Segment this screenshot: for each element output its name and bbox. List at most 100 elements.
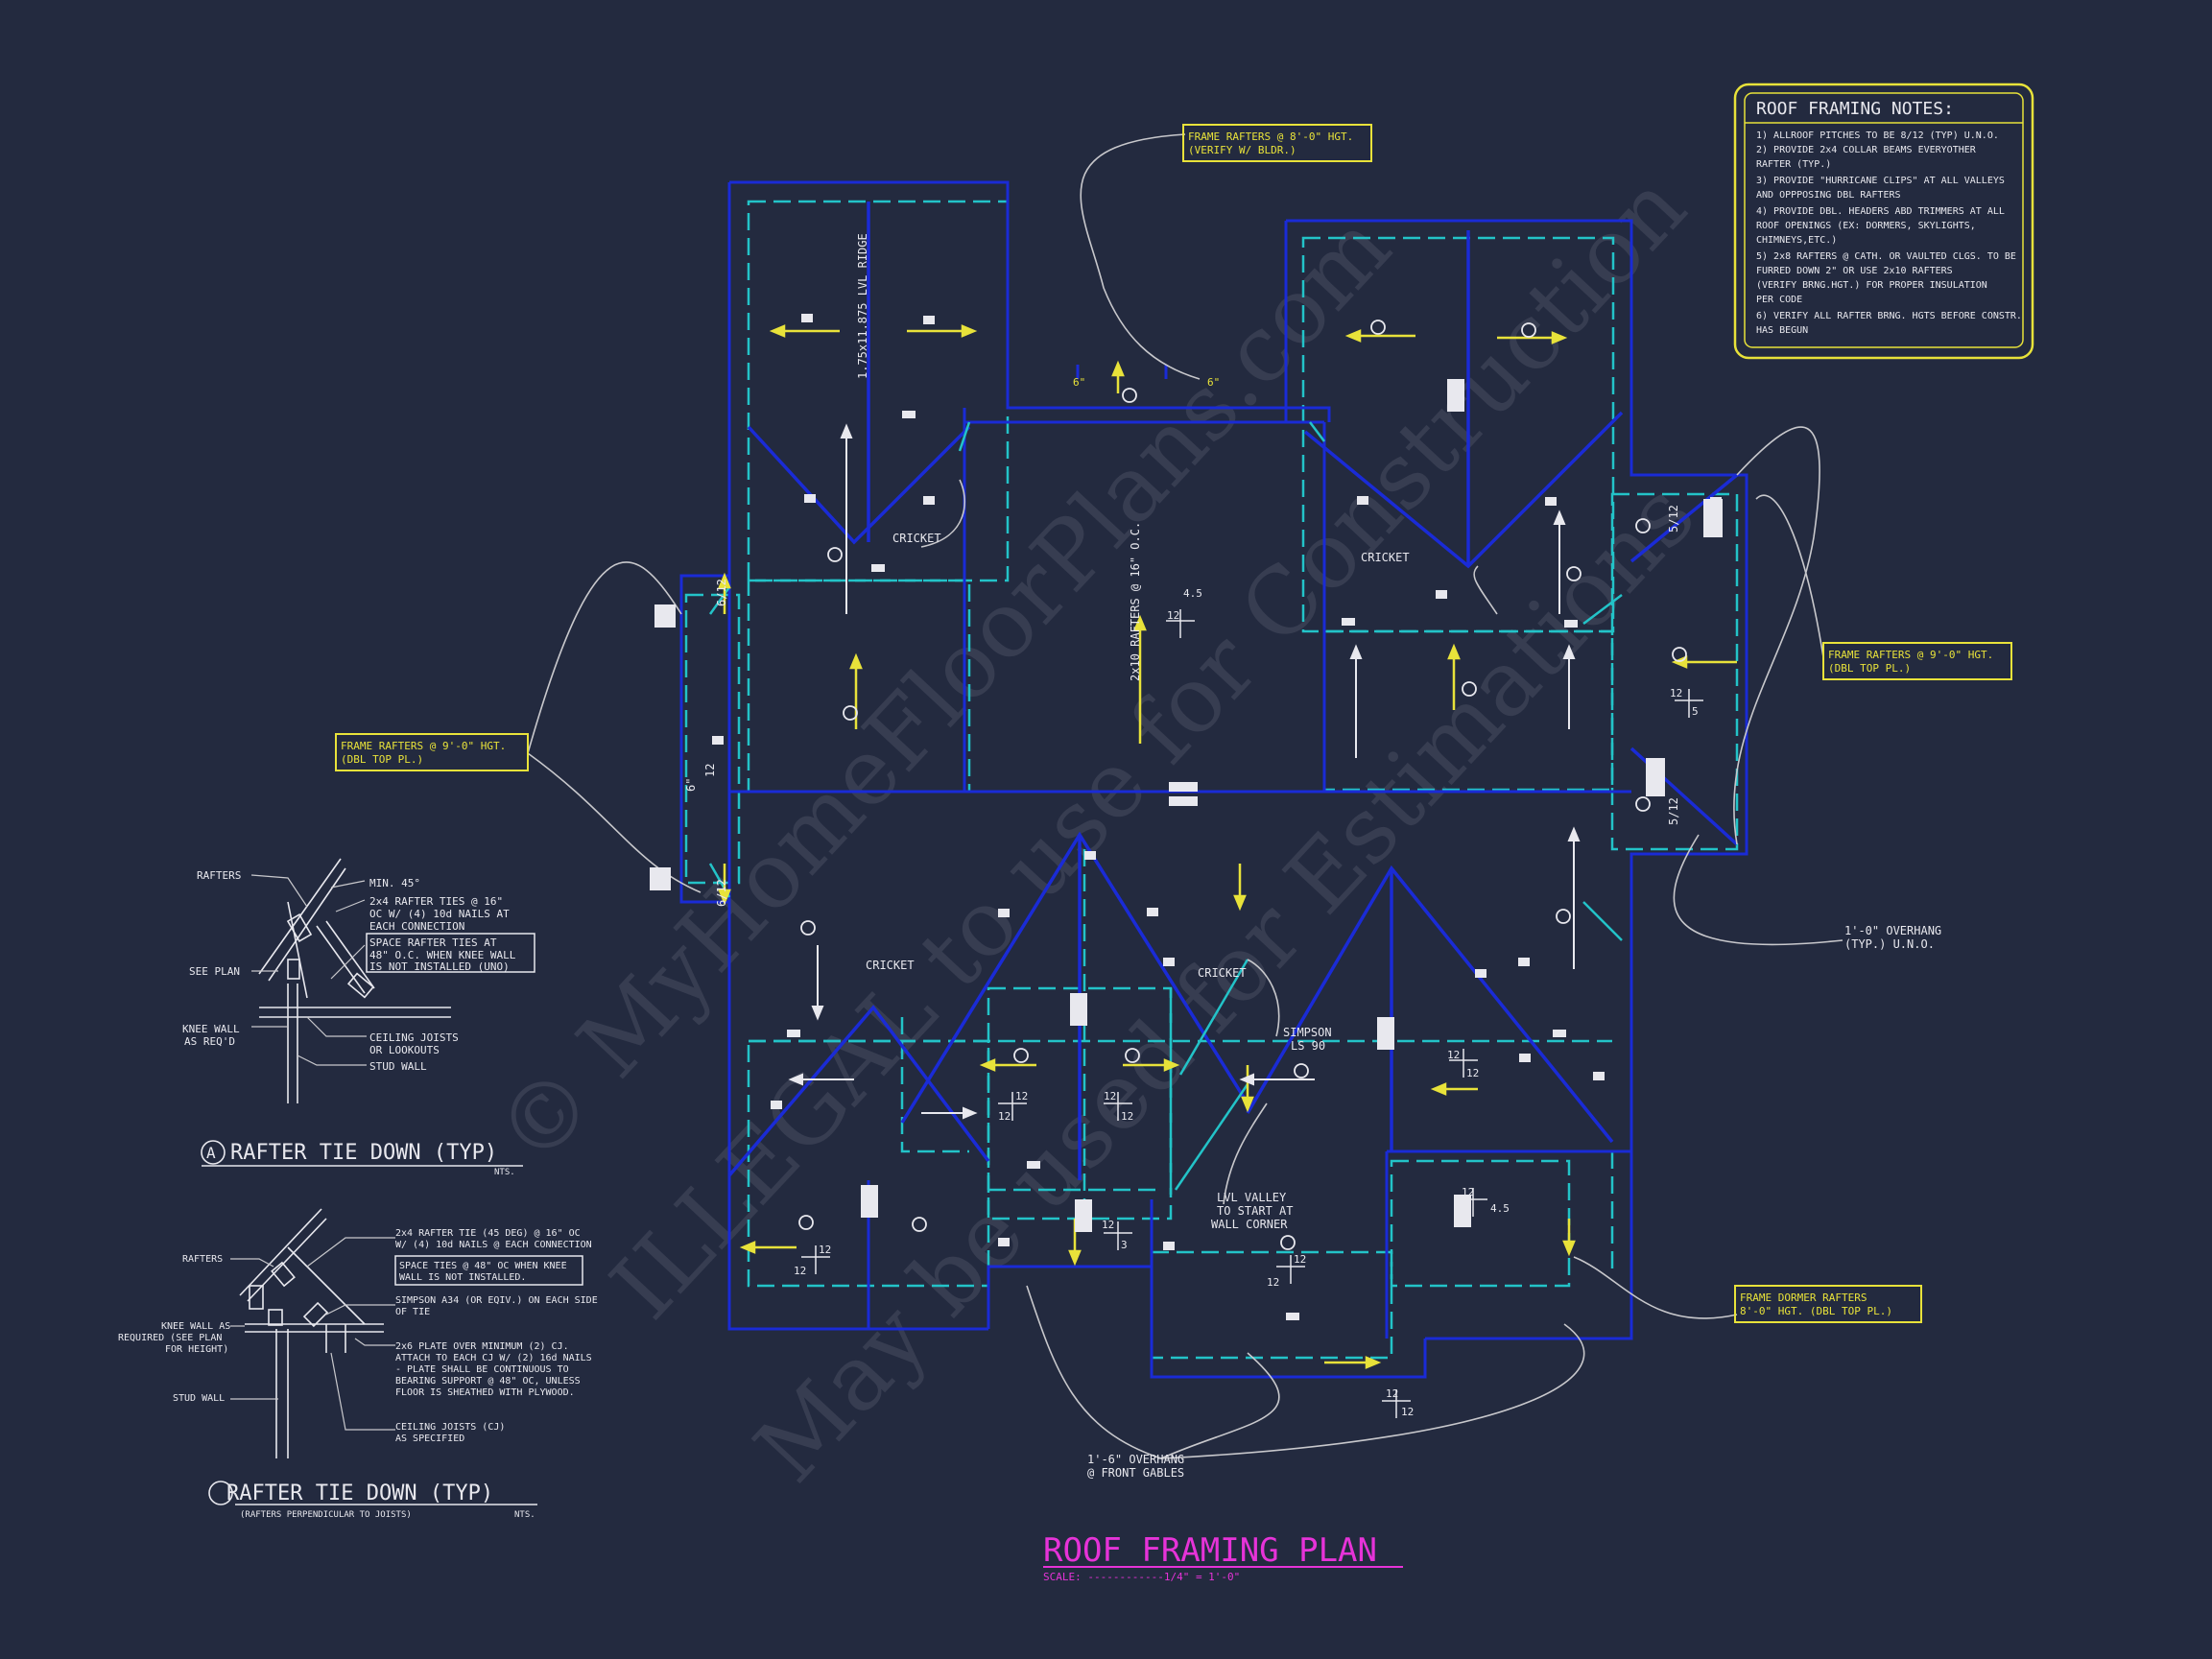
pitch-12-left: 12 xyxy=(703,764,717,777)
notes-line-3: RAFTER (TYP.) xyxy=(1756,159,1831,170)
detail-b-stud: STUD WALL xyxy=(173,1393,225,1404)
detail-b-plate-3: - PLATE SHALL BE CONTINUOUS TO xyxy=(395,1364,569,1375)
detail-b-ceiling-1: CEILING JOISTS (CJ) xyxy=(395,1422,505,1433)
plan-labels: 1.75x11.875 LVL RIDGE 2x10 RAFTERS @ 16"… xyxy=(856,233,1941,1480)
callout-dormer-line-1: FRAME DORMER RAFTERS xyxy=(1740,1292,1867,1304)
callout-top-line-1: FRAME RAFTERS @ 8'-0" HGT. xyxy=(1188,130,1353,143)
detail-b-ties-2: W/ (4) 10d NAILS @ EACH CONNECTION xyxy=(395,1240,592,1250)
pitch-dormer: 12 3 xyxy=(1102,1219,1132,1251)
pitch-mid-right-b: 12 xyxy=(1466,1067,1479,1079)
dim-6-top-right: 6" xyxy=(1207,376,1220,389)
detail-a-ties-2: OC W/ (4) 10d NAILS AT xyxy=(369,908,510,920)
detail-a-title: RAFTER TIE DOWN (TYP) xyxy=(230,1141,497,1165)
simpson-label-1: SIMPSON xyxy=(1283,1026,1332,1039)
pitch-lc-b: 12 xyxy=(1121,1110,1133,1123)
pitch-bottom: 12 12 xyxy=(1382,1387,1414,1418)
callout-right: FRAME RAFTERS @ 9'-0" HGT. (DBL TOP PL.) xyxy=(1822,642,2012,680)
cricket-label-1: CRICKET xyxy=(892,532,941,545)
detail-b-plate-5: FLOOR IS SHEATHED WITH PLYWOOD. xyxy=(395,1387,575,1398)
pitch-symbols: 12 4.5 12 5 12 3 12 12 12 12 xyxy=(684,376,1703,1418)
overhang-side-label-2: (TYP.) U.N.O. xyxy=(1844,937,1935,951)
plan-title: ROOF FRAMING PLAN SCALE: ------------1/4… xyxy=(1043,1531,1403,1583)
detail-b-ceiling-2: AS SPECIFIED xyxy=(395,1434,464,1444)
pitch-612-lower: 6/12 xyxy=(715,879,728,907)
pitch-center: 12 4.5 xyxy=(1166,587,1202,638)
notes-line-7: ROOF OPENINGS (EX: DORMERS, SKYLIGHTS, xyxy=(1756,221,1976,231)
pitch-right-lower-run: 12 xyxy=(1462,1186,1474,1198)
detail-b-simpson-2: OF TIE xyxy=(395,1307,430,1317)
detail-b-space-2: WALL IS NOT INSTALLED. xyxy=(399,1272,526,1283)
detail-a-min: MIN. 45° xyxy=(369,877,420,889)
dim-6-top-left: 6" xyxy=(1073,376,1085,389)
pitch-lcl-a: 12 xyxy=(1015,1090,1028,1102)
pitch-lower-left-b: 12 xyxy=(794,1265,806,1277)
callout-left-line-1: FRAME RAFTERS @ 9'-0" HGT. xyxy=(341,740,506,752)
cricket-label-2: CRICKET xyxy=(1361,551,1410,564)
detail-b: 2x4 RAFTER TIE (45 DEG) @ 16" OC W/ (4) … xyxy=(118,1208,598,1520)
simpson-label-2: LS 90 xyxy=(1291,1039,1325,1053)
pitch-612-upper: 6/12 xyxy=(715,579,728,606)
leader-lines xyxy=(527,133,1843,1459)
pitch-right: 12 5 xyxy=(1670,687,1703,718)
pitch-bottom-b: 12 xyxy=(1401,1406,1414,1418)
notes-line-2: 2) PROVIDE 2x4 COLLAR BEAMS EVERYOTHER xyxy=(1756,145,1977,155)
pitch-lower-left-a: 12 xyxy=(819,1244,831,1256)
detail-b-knee-1: KNEE WALL AS xyxy=(161,1321,230,1332)
pitch-lc-a: 12 xyxy=(1104,1090,1116,1102)
overhang-front-label-1: 1'-6" OVERHANG xyxy=(1087,1453,1184,1466)
callout-top: FRAME RAFTERS @ 8'-0" HGT. (VERIFY W/ BL… xyxy=(1182,124,1372,162)
circle-markers xyxy=(798,320,1687,1250)
pitch-bottom-a: 12 xyxy=(1386,1387,1398,1400)
notes-line-9: 5) 2x8 RAFTERS @ CATH. OR VAULTED CLGS. … xyxy=(1756,251,2016,262)
detail-b-simpson-1: SIMPSON A34 (OR EQIV.) ON EACH SIDE xyxy=(395,1295,598,1306)
detail-a-ceiling-2: OR LOOKOUTS xyxy=(369,1044,440,1056)
notes-line-11: (VERIFY BRNG.HGT.) FOR PROPER INSULATION xyxy=(1756,280,1987,291)
pitch-mid-right-a: 12 xyxy=(1447,1049,1460,1061)
notes-line-1: 1) ALLROOF PITCHES TO BE 8/12 (TYP) U.N.… xyxy=(1756,130,1999,141)
detail-a-space-3: IS NOT INSTALLED (UNO) xyxy=(369,960,510,973)
pitch-mid-right: 12 12 xyxy=(1447,1049,1479,1079)
white-arrows xyxy=(788,423,1581,1120)
roof-framing-notes: ROOF FRAMING NOTES: 1) ALLROOF PITCHES T… xyxy=(1733,83,2034,360)
pitch-lower-center: 12 12 xyxy=(1104,1090,1133,1123)
pitch-lcl-b: 12 xyxy=(998,1110,1011,1123)
notes-line-14: HAS BEGUN xyxy=(1756,325,1808,336)
overhang-side-label-1: 1'-0" OVERHANG xyxy=(1844,924,1941,937)
pitch-center-run: 4.5 xyxy=(1183,587,1202,600)
callout-dormer-line-2: 8'-0" HGT. (DBL TOP PL.) xyxy=(1740,1305,1892,1317)
detail-a-stud: STUD WALL xyxy=(369,1060,427,1073)
detail-a-nts: NTS. xyxy=(494,1168,515,1177)
pitch-dormer-rise: 3 xyxy=(1121,1239,1128,1251)
pitch-right-run: 12 xyxy=(1670,687,1682,699)
pitch-right-rise: 5 xyxy=(1692,705,1699,718)
ridge-label: 1.75x11.875 LVL RIDGE xyxy=(856,233,869,379)
cricket-label-3: CRICKET xyxy=(866,959,915,972)
notes-line-12: PER CODE xyxy=(1756,295,1802,305)
lvl-valley-label-2: TO START AT xyxy=(1217,1204,1293,1218)
notes-line-6: 4) PROVIDE DBL. HEADERS ABD TRIMMERS AT … xyxy=(1756,206,2005,217)
detail-a-ties-3: EACH CONNECTION xyxy=(369,920,464,933)
pitch-tags-vertical: 5/12 5/12 6/12 6/12 6" 12 xyxy=(684,505,1680,907)
cricket-label-4: CRICKET xyxy=(1198,966,1247,980)
notes-line-13: 6) VERIFY ALL RAFTER BRNG. HGTS BEFORE C… xyxy=(1756,311,2022,321)
pitch-lower-mid: 12 12 xyxy=(1267,1253,1306,1289)
pitch-right-lower: 12 4.5 xyxy=(1459,1186,1510,1217)
notes-line-5: AND OPPPOSING DBL RAFTERS xyxy=(1756,190,1901,201)
notes-line-4: 3) PROVIDE "HURRICANE CLIPS" AT ALL VALL… xyxy=(1756,176,2005,186)
pitch-lower-mid-b: 12 xyxy=(1267,1276,1279,1289)
detail-a-marker: A xyxy=(206,1144,216,1162)
pitch-right-lower-rise: 4.5 xyxy=(1490,1202,1510,1215)
detail-a-space-2: 48" O.C. WHEN KNEE WALL xyxy=(369,949,516,961)
callout-top-line-2: (VERIFY W/ BLDR.) xyxy=(1188,144,1296,156)
callout-dormer: FRAME DORMER RAFTERS 8'-0" HGT. (DBL TOP… xyxy=(1734,1285,1922,1323)
rafter-arrows xyxy=(718,324,1737,1369)
detail-a-ties-1: 2x4 RAFTER TIES @ 16" xyxy=(369,895,503,908)
plan-title-text: ROOF FRAMING PLAN xyxy=(1043,1531,1377,1570)
notes-line-10: FURRED DOWN 2" OR USE 2x10 RAFTERS xyxy=(1756,266,1953,276)
pitch-lower-center-left: 12 12 xyxy=(998,1090,1028,1123)
detail-a-space-1: SPACE RAFTER TIES AT xyxy=(369,936,497,949)
pitch-512-upper: 5/12 xyxy=(1667,505,1680,533)
notes-line-8: CHIMNEYS,ETC.) xyxy=(1756,235,1837,246)
lvl-valley-label-1: LVL VALLEY xyxy=(1217,1191,1287,1204)
